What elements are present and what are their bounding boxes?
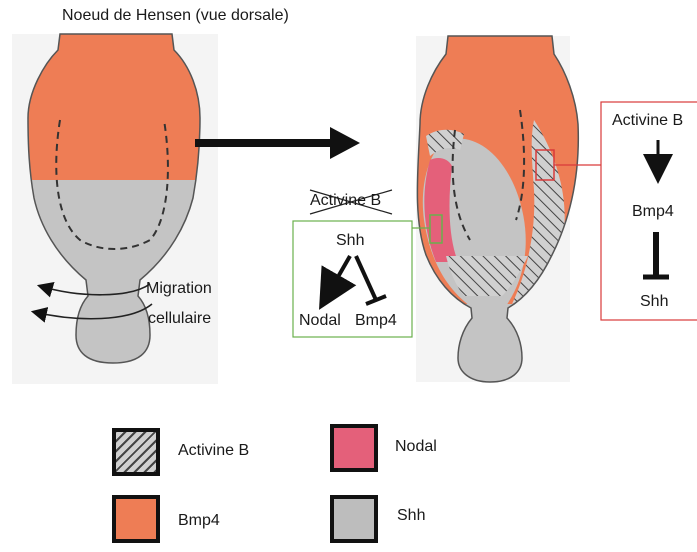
legend-label-bmp4: Bmp4 <box>178 512 220 530</box>
legend-swatch-nodal <box>330 424 378 472</box>
right-inset-bottom-label: Shh <box>640 293 668 311</box>
right-inset-middle-label: Bmp4 <box>632 203 674 221</box>
legend-label-activine-b: Activine B <box>178 442 249 460</box>
right-inset-top-label: Activine B <box>612 112 683 130</box>
legend-swatch-bmp4 <box>112 495 160 543</box>
migration-label-line2: cellulaire <box>148 310 211 328</box>
legend-label-shh: Shh <box>397 507 425 525</box>
migration-label-line1: Migration <box>146 280 212 298</box>
transition-arrow <box>195 127 360 159</box>
left-inset-bottom-left-label: Nodal <box>299 312 341 330</box>
legend-swatch-activine-b <box>112 428 160 476</box>
left-inset-bottom-right-label: Bmp4 <box>355 312 397 330</box>
left-inset-top-label: Shh <box>336 232 364 250</box>
legend-label-nodal: Nodal <box>395 438 437 456</box>
legend-swatch-shh <box>330 495 378 543</box>
left-inset-crossed-label: Activine B <box>310 192 381 210</box>
